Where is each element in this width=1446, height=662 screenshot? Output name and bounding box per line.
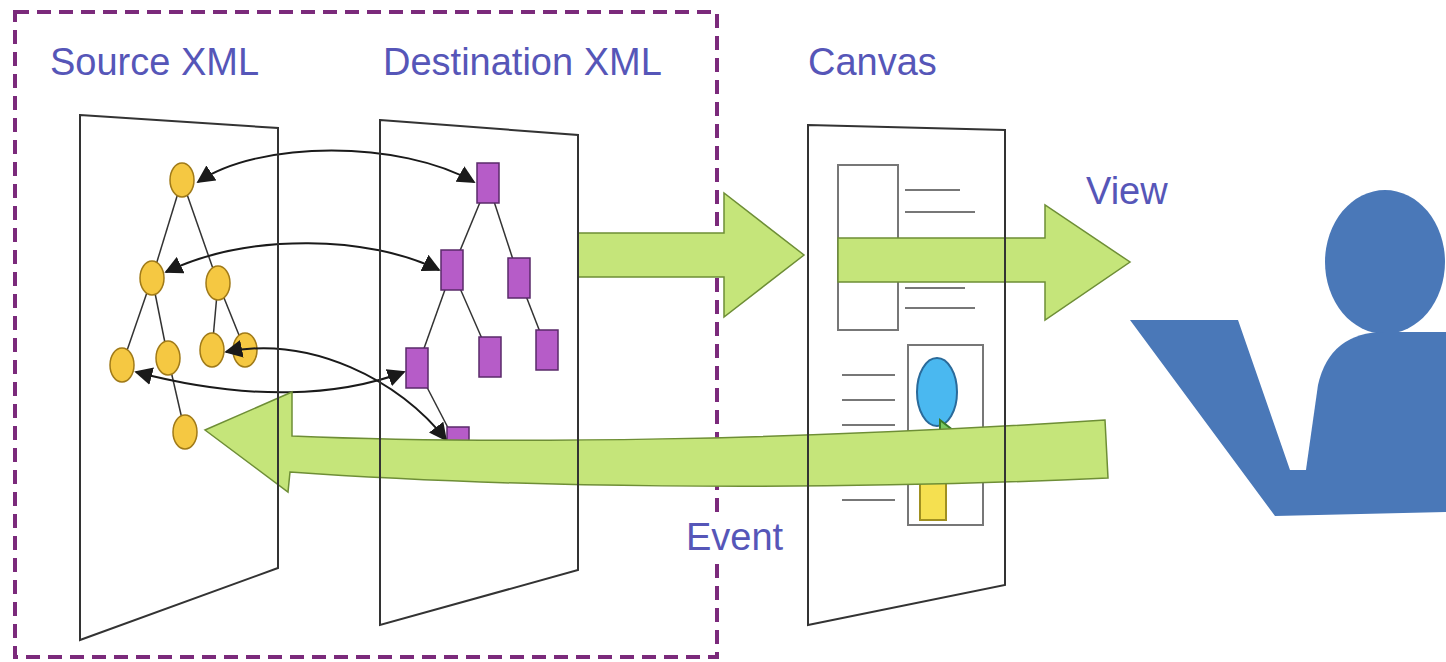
flow-label: View bbox=[1083, 172, 1171, 210]
plane-heading: Destination XML bbox=[383, 43, 662, 81]
xml-plane: Canvas bbox=[808, 125, 1005, 625]
plane-outline bbox=[380, 120, 578, 625]
xml-plane: Destination XML bbox=[380, 120, 578, 625]
plane-heading: Canvas bbox=[808, 43, 937, 81]
event-arrow bbox=[205, 392, 1108, 492]
plane-heading: Source XML bbox=[50, 43, 259, 81]
user-figure bbox=[1130, 190, 1446, 516]
source-tree bbox=[110, 163, 257, 449]
flow-label: Event bbox=[683, 518, 786, 556]
plane-outline bbox=[808, 125, 1005, 625]
xml-plane: Source XML bbox=[80, 115, 278, 640]
flow-arrow bbox=[578, 193, 804, 317]
plane-outline bbox=[80, 115, 278, 640]
view-arrow bbox=[838, 205, 1130, 320]
mapping-arrows bbox=[136, 151, 474, 441]
dashed-boundary bbox=[15, 12, 717, 657]
